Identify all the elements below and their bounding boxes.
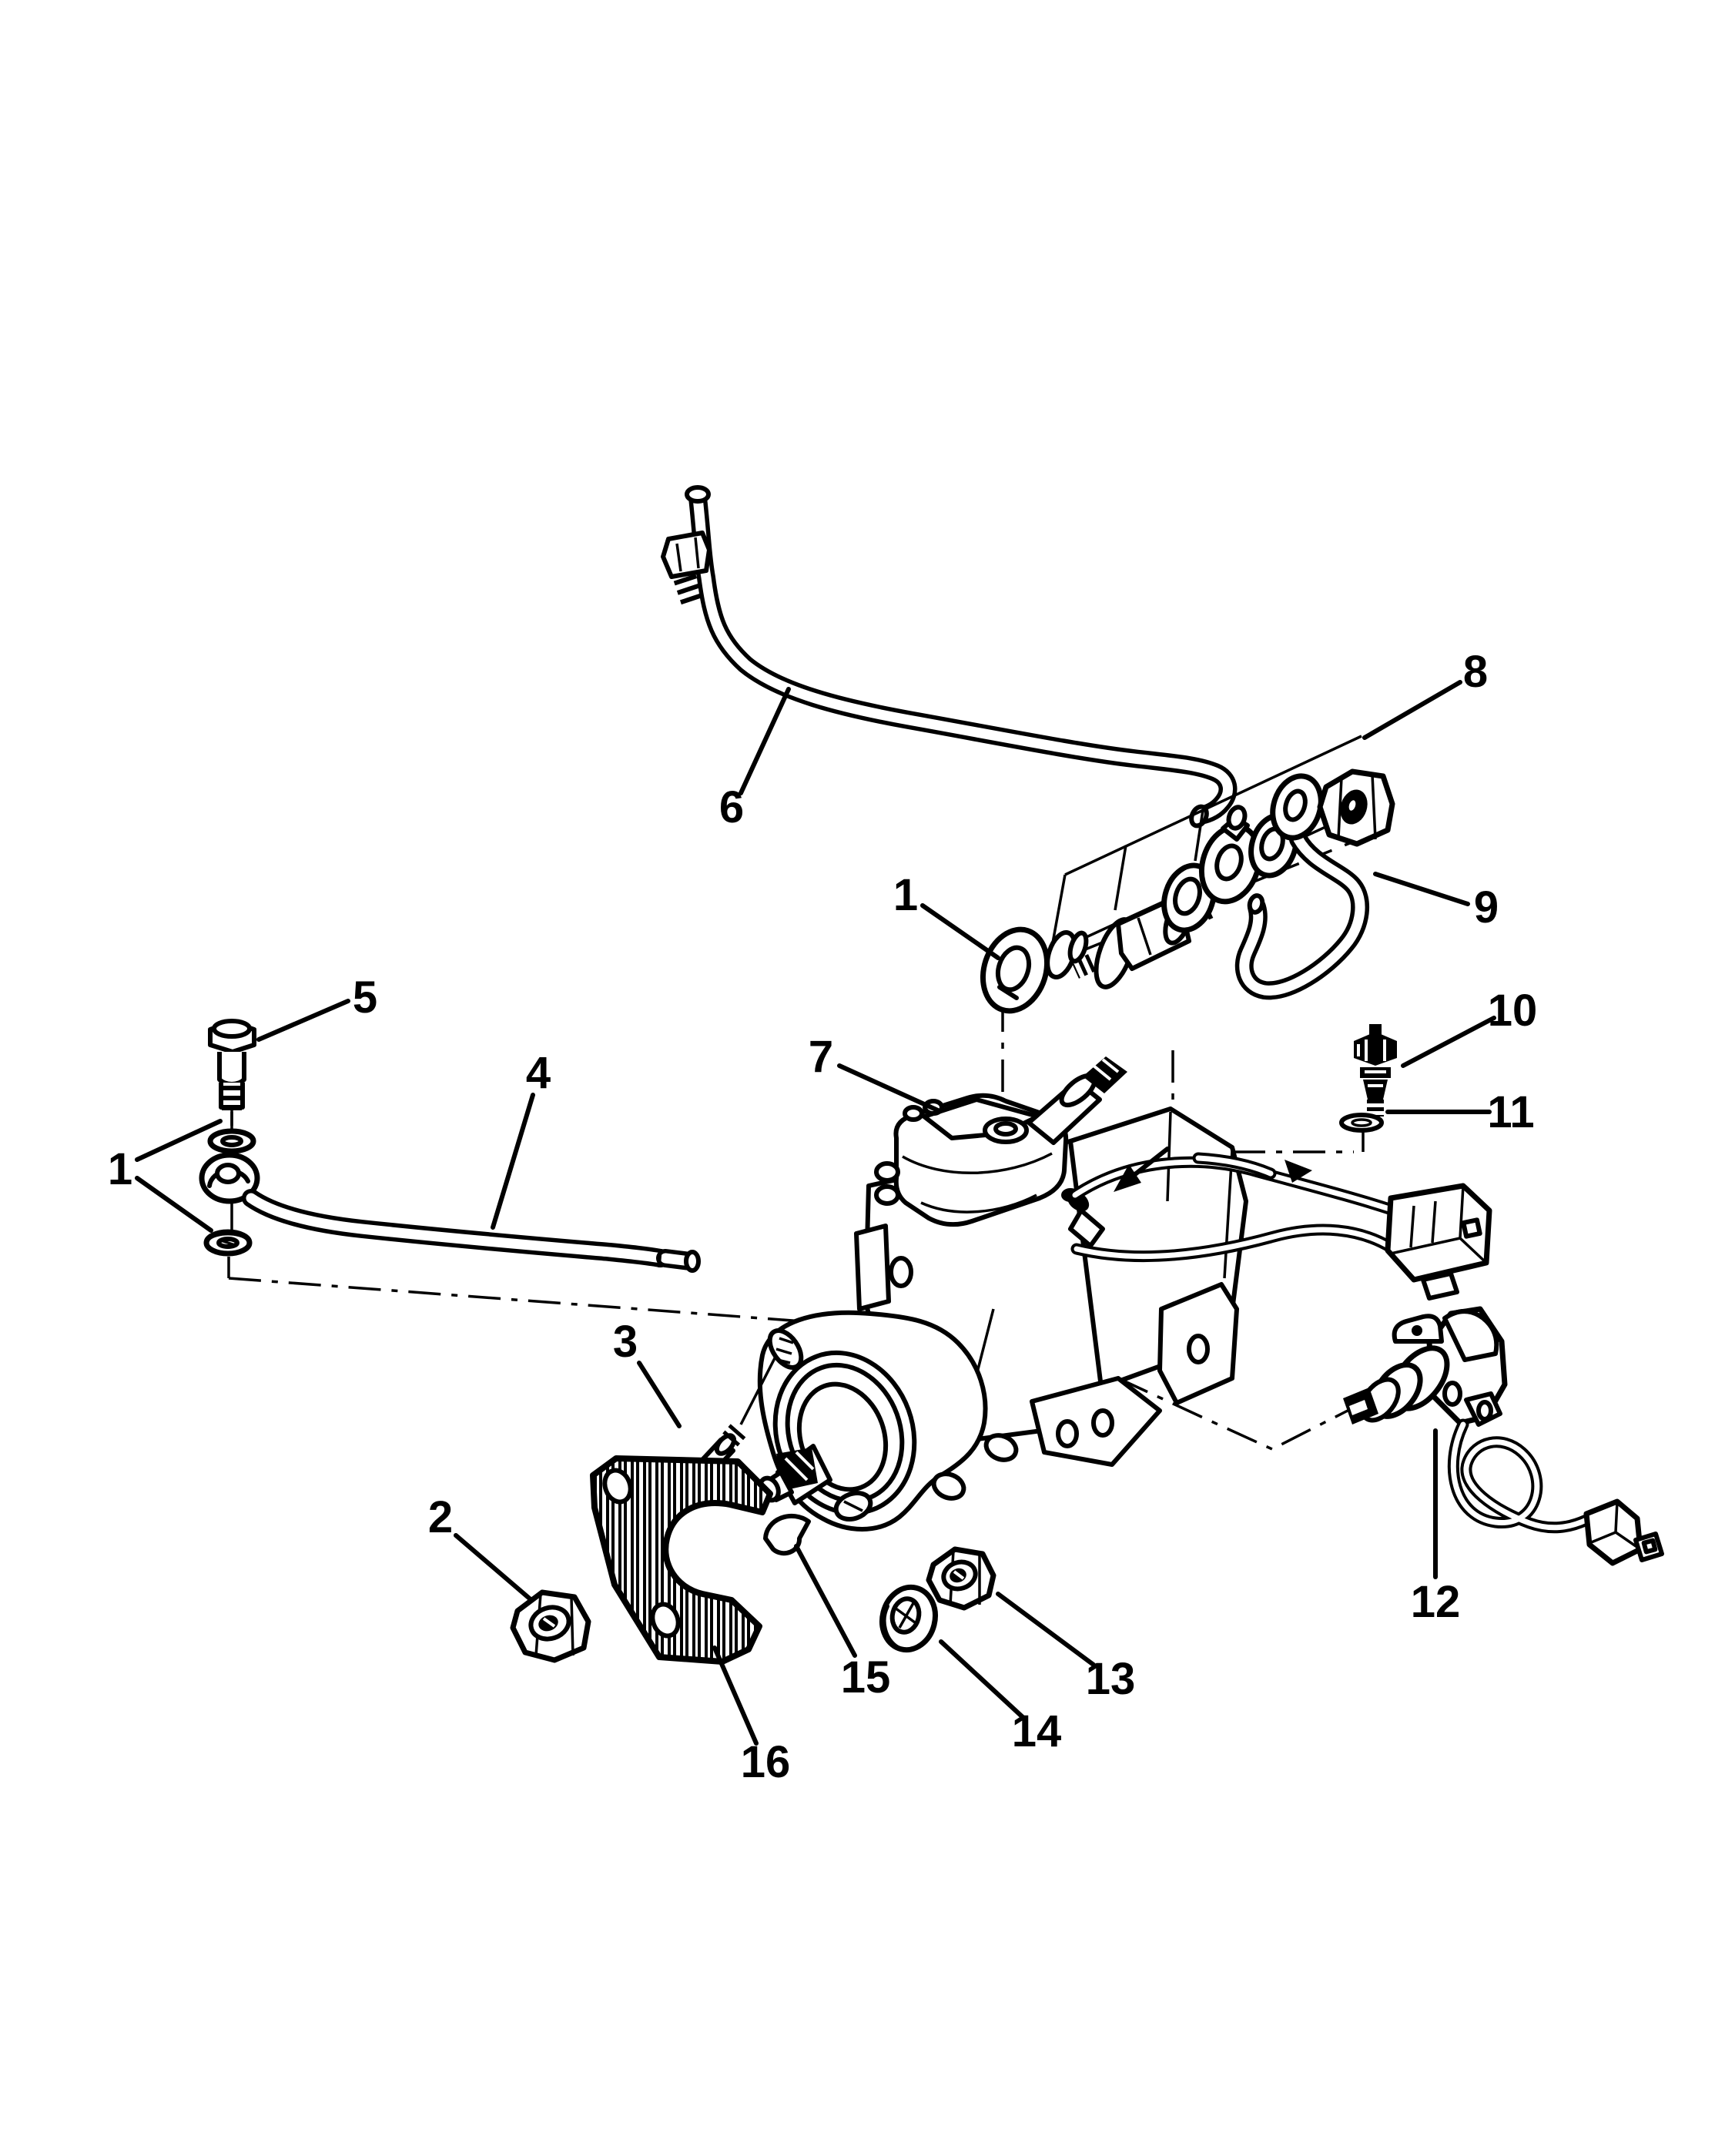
pointer-arrow [1114, 1147, 1170, 1192]
pipe-6-fitting [661, 531, 712, 609]
callout-6: 6 [719, 782, 744, 832]
woodruff-key-15 [763, 1513, 811, 1556]
callout-11: 11 [1487, 1087, 1534, 1137]
callout-5: 5 [353, 973, 377, 1023]
double-banjo-fitting [1198, 805, 1263, 905]
callout-10: 10 [1488, 986, 1538, 1036]
nut-13 [926, 1546, 996, 1611]
callout-3: 3 [613, 1317, 638, 1367]
callouts: 6 8 1 9 5 10 7 11 4 1 3 2 12 15 13 14 [108, 647, 1537, 1787]
callout-4: 4 [526, 1048, 551, 1098]
fuel-pipe-6 [661, 485, 1238, 829]
callout-9: 9 [1474, 882, 1499, 932]
callout-1-top: 1 [893, 870, 918, 920]
wiring-harness [1061, 1152, 1492, 1301]
injection-pump-7 [757, 1056, 1248, 1532]
o-ring-11 [1339, 1113, 1384, 1133]
callout-14: 14 [1012, 1706, 1062, 1756]
washer-1-top [980, 926, 1050, 1014]
nut-2 [510, 1589, 591, 1663]
left-banjo-group [199, 1019, 701, 1273]
washer-14 [879, 1584, 938, 1653]
shutoff-solenoid-12 [1343, 1306, 1664, 1566]
temp-sensor-10 [1354, 1024, 1397, 1116]
callout-7: 7 [809, 1032, 833, 1082]
bracket-16 [590, 1455, 773, 1665]
fuel-return-tube-4 [242, 1189, 701, 1273]
callout-16: 16 [741, 1737, 791, 1787]
washer-1-upper-left [207, 1128, 256, 1154]
callout-1-left: 1 [108, 1144, 132, 1194]
cap-nut-8 [1317, 768, 1395, 847]
valve-spacer [1045, 930, 1089, 979]
harness-arrowhead [1285, 1160, 1312, 1183]
harness-connector [1385, 1183, 1492, 1301]
washer-1-lower-left [203, 1229, 253, 1257]
callout-8: 8 [1463, 647, 1488, 697]
banjo-bolt-5 [208, 1019, 256, 1126]
banjo-tube-9 [1234, 773, 1370, 1000]
callout-13: 13 [1086, 1654, 1136, 1704]
banjo-eye-4 [199, 1152, 260, 1204]
callout-15: 15 [841, 1652, 891, 1702]
callout-2: 2 [428, 1492, 453, 1542]
callout-12: 12 [1411, 1577, 1461, 1627]
solenoid-connector [1583, 1498, 1664, 1566]
flange-slot [767, 1328, 804, 1370]
